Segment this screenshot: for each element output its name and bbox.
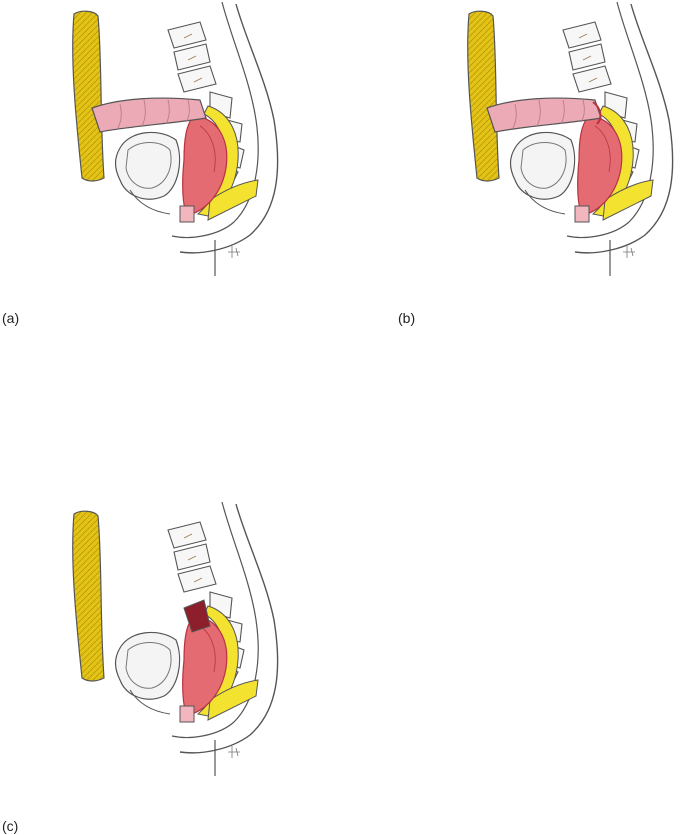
caption-b: (b) xyxy=(398,310,416,326)
anatomy-figure-a xyxy=(60,0,290,280)
anatomy-figure-b xyxy=(455,0,685,280)
rectal-stump xyxy=(183,599,211,633)
anatomy-figure-c xyxy=(60,500,290,780)
caption-c: (c) xyxy=(2,818,19,834)
caption-a: (a) xyxy=(2,310,20,326)
